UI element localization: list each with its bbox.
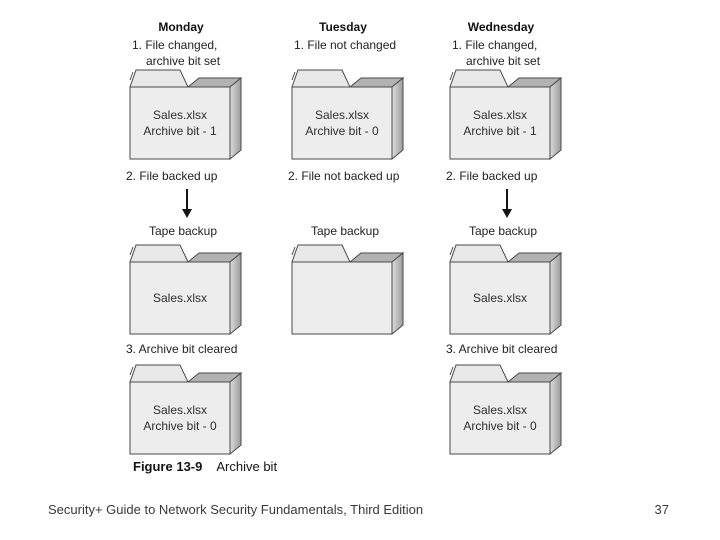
figure-caption: Figure 13-9 Archive bit xyxy=(133,459,277,474)
archive-bit-status: Archive bit - 1 xyxy=(463,124,537,138)
folder-icon xyxy=(449,244,562,335)
archive-bit-status: Archive bit - 1 xyxy=(143,124,217,138)
file-name: Sales.xlsx xyxy=(472,291,528,305)
step1-label-line1: 1. File changed, xyxy=(132,38,218,52)
footer-page-number: 37 xyxy=(654,502,669,517)
step3-label: 3. Archive bit cleared xyxy=(126,342,238,356)
arrow-shaft xyxy=(506,189,508,210)
file-name: Sales.xlsx xyxy=(152,108,208,122)
archive-bit-status: Archive bit - 0 xyxy=(463,419,537,433)
file-box: Sales.xlsx Archive bit - 0 xyxy=(291,69,404,160)
file-box: Sales.xlsx Archive bit - 1 xyxy=(129,69,242,160)
cleared-box: Sales.xlsx Archive bit - 0 xyxy=(129,364,242,455)
file-box-label: Sales.xlsx Archive bit - 1 xyxy=(130,87,230,159)
step1-label-line2: archive bit set xyxy=(466,54,541,68)
day-heading: Monday xyxy=(158,20,204,34)
step1-label-line1: 1. File not changed xyxy=(294,38,397,52)
cleared-box-label: Sales.xlsx Archive bit - 0 xyxy=(130,382,230,454)
down-arrow-icon xyxy=(182,189,192,218)
tape-backup-label: Tape backup xyxy=(148,224,218,238)
tape-box-label xyxy=(292,262,392,334)
folder-icon xyxy=(129,244,242,335)
tape-box-label: Sales.xlsx xyxy=(450,262,550,334)
archive-bit-status: Archive bit - 0 xyxy=(143,419,217,433)
step2-label: 2. File backed up xyxy=(446,169,538,183)
arrow-shaft xyxy=(186,189,188,210)
folder-icon xyxy=(129,69,242,160)
archive-bit-status: Archive bit - 0 xyxy=(305,124,379,138)
folder-icon xyxy=(291,244,404,335)
tape-box: Sales.xlsx xyxy=(449,244,562,335)
footer-book-title: Security+ Guide to Network Security Fund… xyxy=(48,502,424,517)
column-tuesday: Tuesday 1. File not changed Sales.xlsx A… xyxy=(287,0,419,540)
arrow-head xyxy=(502,209,512,218)
step1-label-line2: archive bit set xyxy=(146,54,221,68)
file-box-label: Sales.xlsx Archive bit - 0 xyxy=(292,87,392,159)
day-heading: Tuesday xyxy=(319,20,367,34)
folder-icon xyxy=(449,364,562,455)
column-monday: Monday 1. File changed, archive bit set … xyxy=(125,0,257,540)
figure-number: Figure 13-9 xyxy=(133,459,203,474)
file-box: Sales.xlsx Archive bit - 1 xyxy=(449,69,562,160)
cleared-box: Sales.xlsx Archive bit - 0 xyxy=(449,364,562,455)
tape-backup-label: Tape backup xyxy=(310,224,380,238)
file-box-label: Sales.xlsx Archive bit - 1 xyxy=(450,87,550,159)
arrow-head xyxy=(182,209,192,218)
file-name: Sales.xlsx xyxy=(472,108,528,122)
column-wednesday: Wednesday 1. File changed, archive bit s… xyxy=(445,0,577,540)
step2-label: 2. File not backed up xyxy=(288,169,400,183)
cleared-box-label: Sales.xlsx Archive bit - 0 xyxy=(450,382,550,454)
file-name: Sales.xlsx xyxy=(472,403,528,417)
day-heading: Wednesday xyxy=(467,20,535,34)
file-name: Sales.xlsx xyxy=(152,403,208,417)
tape-backup-label: Tape backup xyxy=(468,224,538,238)
folder-icon xyxy=(291,69,404,160)
folder-icon xyxy=(449,69,562,160)
down-arrow-icon xyxy=(502,189,512,218)
file-name: Sales.xlsx xyxy=(152,291,208,305)
tape-box: Sales.xlsx xyxy=(129,244,242,335)
step2-label: 2. File backed up xyxy=(126,169,218,183)
file-name: Sales.xlsx xyxy=(314,108,370,122)
step3-label: 3. Archive bit cleared xyxy=(446,342,558,356)
tape-box xyxy=(291,244,404,335)
tape-box-label: Sales.xlsx xyxy=(130,262,230,334)
figure-title: Archive bit xyxy=(216,459,278,474)
step1-label-line1: 1. File changed, xyxy=(452,38,538,52)
folder-icon xyxy=(129,364,242,455)
